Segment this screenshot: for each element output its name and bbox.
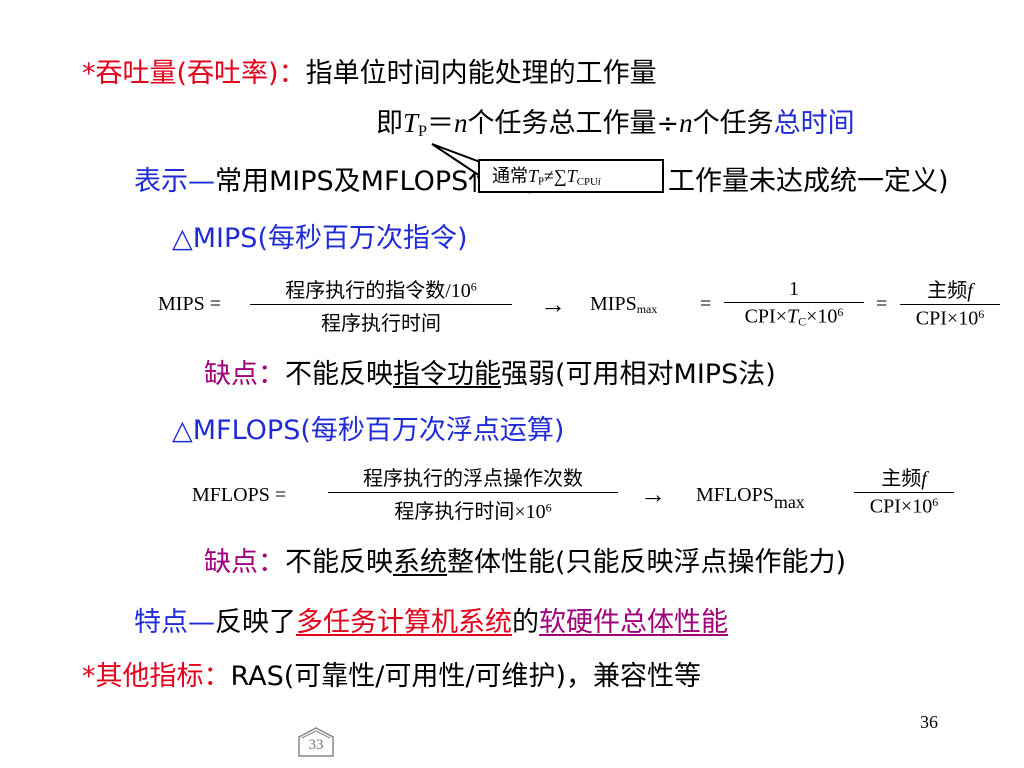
mflops-arrow: →: [640, 480, 666, 509]
mips-drawback-underlined: 指令功能: [393, 359, 501, 390]
mips-f3-numerator: 主频: [927, 280, 968, 302]
mips-fraction-2: 1 CPI×TC×106: [724, 278, 864, 330]
throughput-title: 吞吐量(吞吐率)：: [95, 58, 306, 89]
mips-fraction-bar-1: [250, 304, 512, 305]
mips-arrow: →: [540, 290, 566, 319]
mips-fraction-1: 程序执行的指令数/106 程序执行时间: [250, 274, 512, 336]
formula-T: T: [403, 108, 419, 138]
feature-link-multitask-system[interactable]: 多任务计算机系统: [296, 607, 512, 638]
mflops-numerator: 程序执行的浮点操作次数: [363, 468, 583, 490]
formula-mid2: 个任务: [692, 108, 774, 139]
mips-f3-denominator: CPI×10: [915, 307, 979, 330]
callout-T1-sub: P: [538, 175, 545, 188]
throughput-line: *吞吐量(吞吐率)：指单位时间内能处理的工作量: [82, 57, 657, 91]
feature-link-overall-performance[interactable]: 软硬件总体性能: [539, 607, 728, 638]
mips-heading: △MIPS(每秒百万次指令): [172, 223, 468, 254]
formula-total-time: 总时间: [773, 108, 855, 139]
nav-home-button-label: 33: [308, 737, 324, 753]
throughput-bullet: *: [82, 58, 96, 89]
feature-dash: —: [188, 607, 215, 638]
house-icon: [298, 727, 334, 757]
mips-drawback-label: 缺点：: [204, 359, 285, 390]
mips-fraction-3: 主频f CPI×106: [900, 274, 1000, 331]
mips-eq-1: =: [700, 293, 712, 315]
callout-box: 通常TP≠∑TCPUi: [478, 159, 664, 193]
mips-drawback-after: 强弱(可用相对MIPS法): [501, 359, 776, 390]
formula-eq: ＝: [427, 108, 455, 139]
mflops-max-text: MFLOPS: [696, 484, 774, 506]
formula-n1: n: [454, 108, 468, 138]
mflops-f2-den-exp: 6: [932, 495, 939, 509]
slide-number: 36: [920, 712, 938, 732]
mips-numerator-exp: 6: [470, 279, 477, 294]
formula-n2: n: [679, 108, 693, 138]
mips-lhs: MIPS =: [158, 293, 221, 315]
callout-T2: T: [566, 166, 577, 186]
feature-label: 特点: [134, 607, 188, 638]
mips-max-sub: max: [636, 302, 658, 316]
mips-fraction-bar-2: [724, 302, 864, 303]
mflops-fraction-bar-1: [328, 492, 618, 493]
other-text: RAS(可靠性/可用性/可维护)，兼容性等: [230, 661, 702, 692]
mips-max-label: MIPSmax: [590, 293, 657, 317]
mips-f2-den-a: CPI×: [744, 305, 787, 328]
mips-f2-den-T-sub: C: [798, 314, 807, 329]
mips-f2-den-T: T: [786, 305, 799, 328]
callout-T1: T: [528, 166, 539, 186]
mips-drawback: 缺点：不能反映指令功能强弱(可用相对MIPS法): [204, 358, 776, 392]
mips-f2-den-exp: 6: [837, 305, 844, 319]
mflops-fraction-1: 程序执行的浮点操作次数 程序执行时间×106: [328, 462, 618, 524]
mflops-fraction-bar-2: [854, 492, 954, 493]
throughput-formula-line: 即TP＝n个任务总工作量÷n个任务总时间: [376, 106, 855, 148]
mips-f3-numerator-f: f: [967, 280, 973, 302]
callout-prefix: 通常: [492, 166, 528, 187]
mflops-f2-numerator-f: f: [921, 468, 927, 490]
formula-T-sub: P: [418, 122, 428, 141]
mflops-denominator-exp: 6: [545, 500, 552, 515]
formula-mid: 个任务总工作量÷: [467, 108, 680, 139]
mflops-drawback-underlined: 系统: [393, 547, 447, 578]
mflops-fraction-2: 主频f CPI×106: [854, 462, 954, 519]
mflops-drawback-label: 缺点：: [204, 547, 285, 578]
callout-T2-sub: CPU: [576, 175, 598, 188]
mflops-max-label: MFLOPSmax: [696, 484, 805, 513]
mips-eq-2: =: [876, 293, 888, 315]
representation-dash: —: [188, 166, 215, 197]
throughput-definition: 指单位时间内能处理的工作量: [305, 58, 657, 89]
mips-drawback-before: 不能反映: [285, 359, 393, 390]
mips-f2-numerator: 1: [789, 278, 799, 300]
callout-neq-sum: ≠∑: [544, 166, 567, 186]
callout-T2-sub-i: i: [597, 175, 601, 188]
mflops-f2-denominator: CPI×10: [869, 495, 933, 518]
formula-prefix: 即: [376, 108, 403, 139]
mips-numerator: 程序执行的指令数/10: [285, 280, 471, 302]
mflops-f2-numerator: 主频: [881, 468, 922, 490]
representation-text-after: 工作量未达成统一定义): [668, 166, 949, 197]
mflops-drawback-after: 整体性能(只能反映浮点操作能力): [447, 547, 847, 578]
feature-text: 反映了: [215, 607, 296, 638]
mips-fraction-bar-3: [900, 304, 1000, 305]
mips-denominator: 程序执行时间: [321, 313, 441, 335]
mflops-drawback-before: 不能反映: [285, 547, 393, 578]
mips-f3-den-exp: 6: [978, 307, 985, 321]
feature-line: 特点—反映了多任务计算机系统的软硬件总体性能: [134, 606, 728, 640]
mips-max-text: MIPS: [590, 293, 637, 315]
representation-label: 表示: [134, 166, 188, 197]
mflops-max-sub: max: [773, 492, 805, 513]
feature-middle: 的: [512, 607, 539, 638]
mflops-lhs: MFLOPS =: [192, 484, 287, 506]
mips-f2-den-b: ×10: [806, 305, 838, 328]
other-bullet: *: [82, 661, 96, 692]
mflops-denominator: 程序执行时间×10: [394, 501, 546, 523]
mflops-drawback: 缺点：不能反映系统整体性能(只能反映浮点操作能力): [204, 546, 846, 580]
mflops-heading: △MFLOPS(每秒百万次浮点运算): [172, 415, 565, 446]
other-line: *其他指标：RAS(可靠性/可用性/可维护)，兼容性等: [82, 660, 701, 694]
nav-home-button[interactable]: 33: [297, 727, 335, 757]
other-label: 其他指标：: [95, 661, 231, 692]
